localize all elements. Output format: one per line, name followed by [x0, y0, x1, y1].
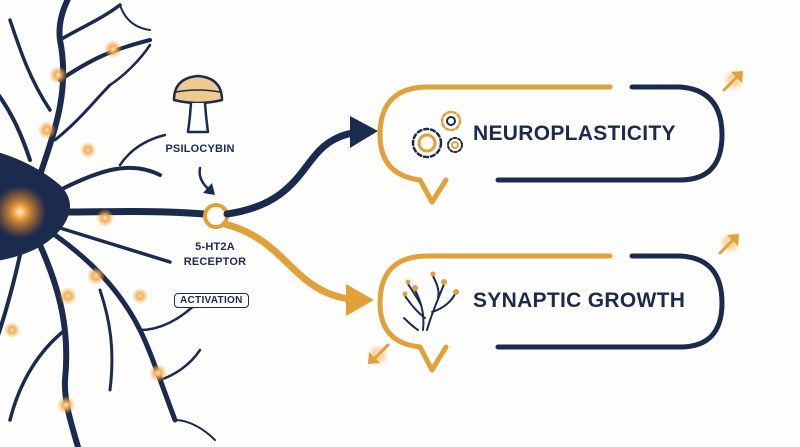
bubble-synaptic-growth: [377, 253, 725, 373]
dendrite-up-6: [0, 93, 32, 162]
glow-point: [38, 121, 56, 139]
glow-point: [96, 209, 114, 227]
glow-point: [87, 267, 105, 285]
dendrite-up-7: [108, 43, 152, 87]
dendrite-down-6: [98, 288, 114, 392]
neuron-glow-points: [0, 40, 167, 414]
soma-nucleus-glow: [0, 186, 46, 238]
dendrite-up-2: [58, 3, 122, 42]
dendrite-down-7: [0, 253, 22, 337]
glow-point: [49, 66, 67, 84]
dendrite-up-8: [119, 4, 151, 31]
dendrite-up-5: [53, 83, 112, 142]
glow-point: [59, 287, 77, 305]
glow-point: [149, 364, 167, 382]
glow-point: [4, 322, 20, 338]
receptor-label-line2: RECEPTOR: [183, 256, 247, 268]
neuroplasticity-title: NEUROPLASTICITY: [473, 122, 676, 145]
dendrite-mid-1: [58, 165, 162, 192]
bubble-neuroplasticity: [377, 84, 725, 205]
activation-badge: ACTIVATION: [174, 293, 249, 308]
glow-point: [57, 396, 75, 414]
neuron-axon: [58, 208, 209, 218]
dendrite-down-9: [174, 419, 216, 441]
up-right-arrow-icon: [718, 232, 741, 255]
dendrite-down-5: [8, 328, 67, 422]
receptor-label-line1: 5-HT2A: [195, 241, 235, 253]
gears-icon: [411, 110, 463, 159]
psilocybin-label: PSILOCYBIN: [165, 143, 235, 155]
dendrite-up-4: [8, 18, 52, 112]
glow-point: [132, 288, 148, 304]
mushroom-icon: [172, 74, 224, 134]
dendrite-up-1: [37, 0, 71, 178]
dendrite-mid-2: [118, 133, 167, 167]
glow-point: [104, 40, 122, 58]
psilocybin-arrow: [198, 166, 215, 195]
glow-point: [80, 142, 96, 158]
arrow-to-neuroplasticity: [223, 116, 378, 218]
dendrite-down-3: [58, 226, 172, 264]
synapse-sprout-icon: [402, 271, 459, 331]
down-left-arrow-icon: [367, 343, 390, 366]
dendrite-up-3: [58, 38, 152, 82]
dendrite-down-1: [37, 242, 81, 447]
up-right-arrow-icon: [722, 69, 745, 92]
synaptic-growth-title: SYNAPTIC GROWTH: [473, 289, 686, 312]
arrow-to-synaptic-growth: [221, 220, 374, 316]
